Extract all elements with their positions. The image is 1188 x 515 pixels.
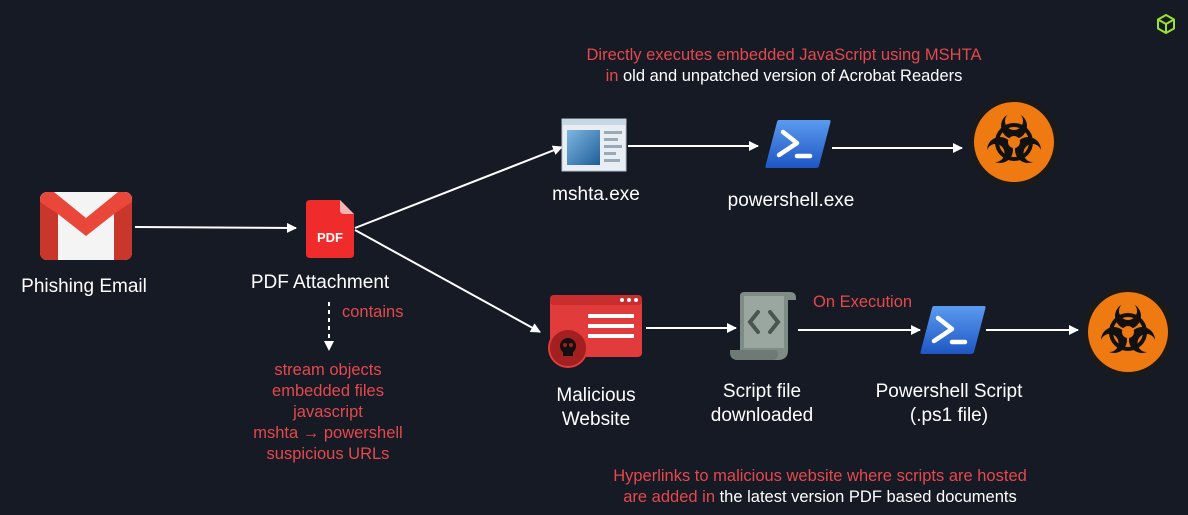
pdf-attachment-label: PDF Attachment bbox=[250, 272, 390, 293]
list-item: javascript bbox=[293, 403, 363, 421]
powershell-icon bbox=[765, 120, 831, 168]
cube-logo-icon bbox=[1157, 14, 1175, 34]
pdf-icon-text: PDF bbox=[317, 230, 343, 245]
pdf-contents-list: stream objects embedded files javascript… bbox=[228, 360, 428, 465]
arrow-email-to-pdf bbox=[134, 222, 297, 233]
powershell-exe-label: powershell.exe bbox=[727, 190, 855, 211]
top-note-red: in bbox=[605, 67, 619, 85]
contains-label: contains bbox=[342, 303, 404, 321]
biohazard-icon bbox=[969, 97, 1059, 187]
list-item: embedded files bbox=[272, 382, 384, 400]
top-note-line2: in old and unpatched version of Acrobat … bbox=[534, 66, 1034, 87]
powershell-script-label-line1: Powershell Script bbox=[875, 381, 1023, 402]
mshta-app-icon bbox=[561, 118, 627, 172]
script-file-label-line1: Script file bbox=[722, 381, 802, 402]
phishing-email-label: Phishing Email bbox=[21, 276, 147, 297]
powershell-script-label: Powershell Script (.ps1 file) bbox=[854, 380, 1044, 428]
top-note-white: old and unpatched version of Acrobat Rea… bbox=[618, 67, 963, 85]
arrow-pdf-to-website bbox=[354, 229, 541, 333]
powershell-icon bbox=[920, 306, 986, 354]
script-file-label-line2: downloaded bbox=[710, 405, 814, 426]
list-item: stream objects bbox=[274, 361, 382, 379]
malicious-website-icon bbox=[548, 295, 642, 368]
bottom-note-red: are added in bbox=[623, 488, 715, 506]
arrow-pdf-to-mshta bbox=[354, 145, 563, 229]
bottom-note-white: the latest version PDF based documents bbox=[715, 488, 1017, 506]
top-note-line1: Directly executes embedded JavaScript us… bbox=[586, 46, 982, 64]
malicious-website-label-line2: Website bbox=[561, 409, 631, 430]
list-item: suspicious URLs bbox=[266, 445, 390, 463]
top-note: Directly executes embedded JavaScript us… bbox=[534, 45, 1034, 87]
malicious-website-label: Malicious Website bbox=[530, 384, 662, 432]
mshta-label: mshta.exe bbox=[552, 184, 640, 205]
pdf-file-icon: PDF bbox=[306, 200, 354, 258]
biohazard-icon bbox=[1083, 287, 1173, 377]
bottom-note: Hyperlinks to malicious website where sc… bbox=[560, 466, 1080, 508]
script-file-icon bbox=[730, 292, 796, 360]
list-item: mshta → powershell bbox=[253, 424, 403, 442]
bottom-note-line1: Hyperlinks to malicious website where sc… bbox=[613, 467, 1027, 485]
on-execution-label: On Execution bbox=[813, 293, 913, 311]
gmail-icon bbox=[40, 192, 132, 260]
bottom-note-line2: are added in the latest version PDF base… bbox=[560, 487, 1080, 508]
malicious-website-label-line1: Malicious bbox=[556, 385, 636, 406]
powershell-script-label-line2: (.ps1 file) bbox=[909, 405, 989, 426]
script-file-label: Script file downloaded bbox=[692, 380, 832, 428]
